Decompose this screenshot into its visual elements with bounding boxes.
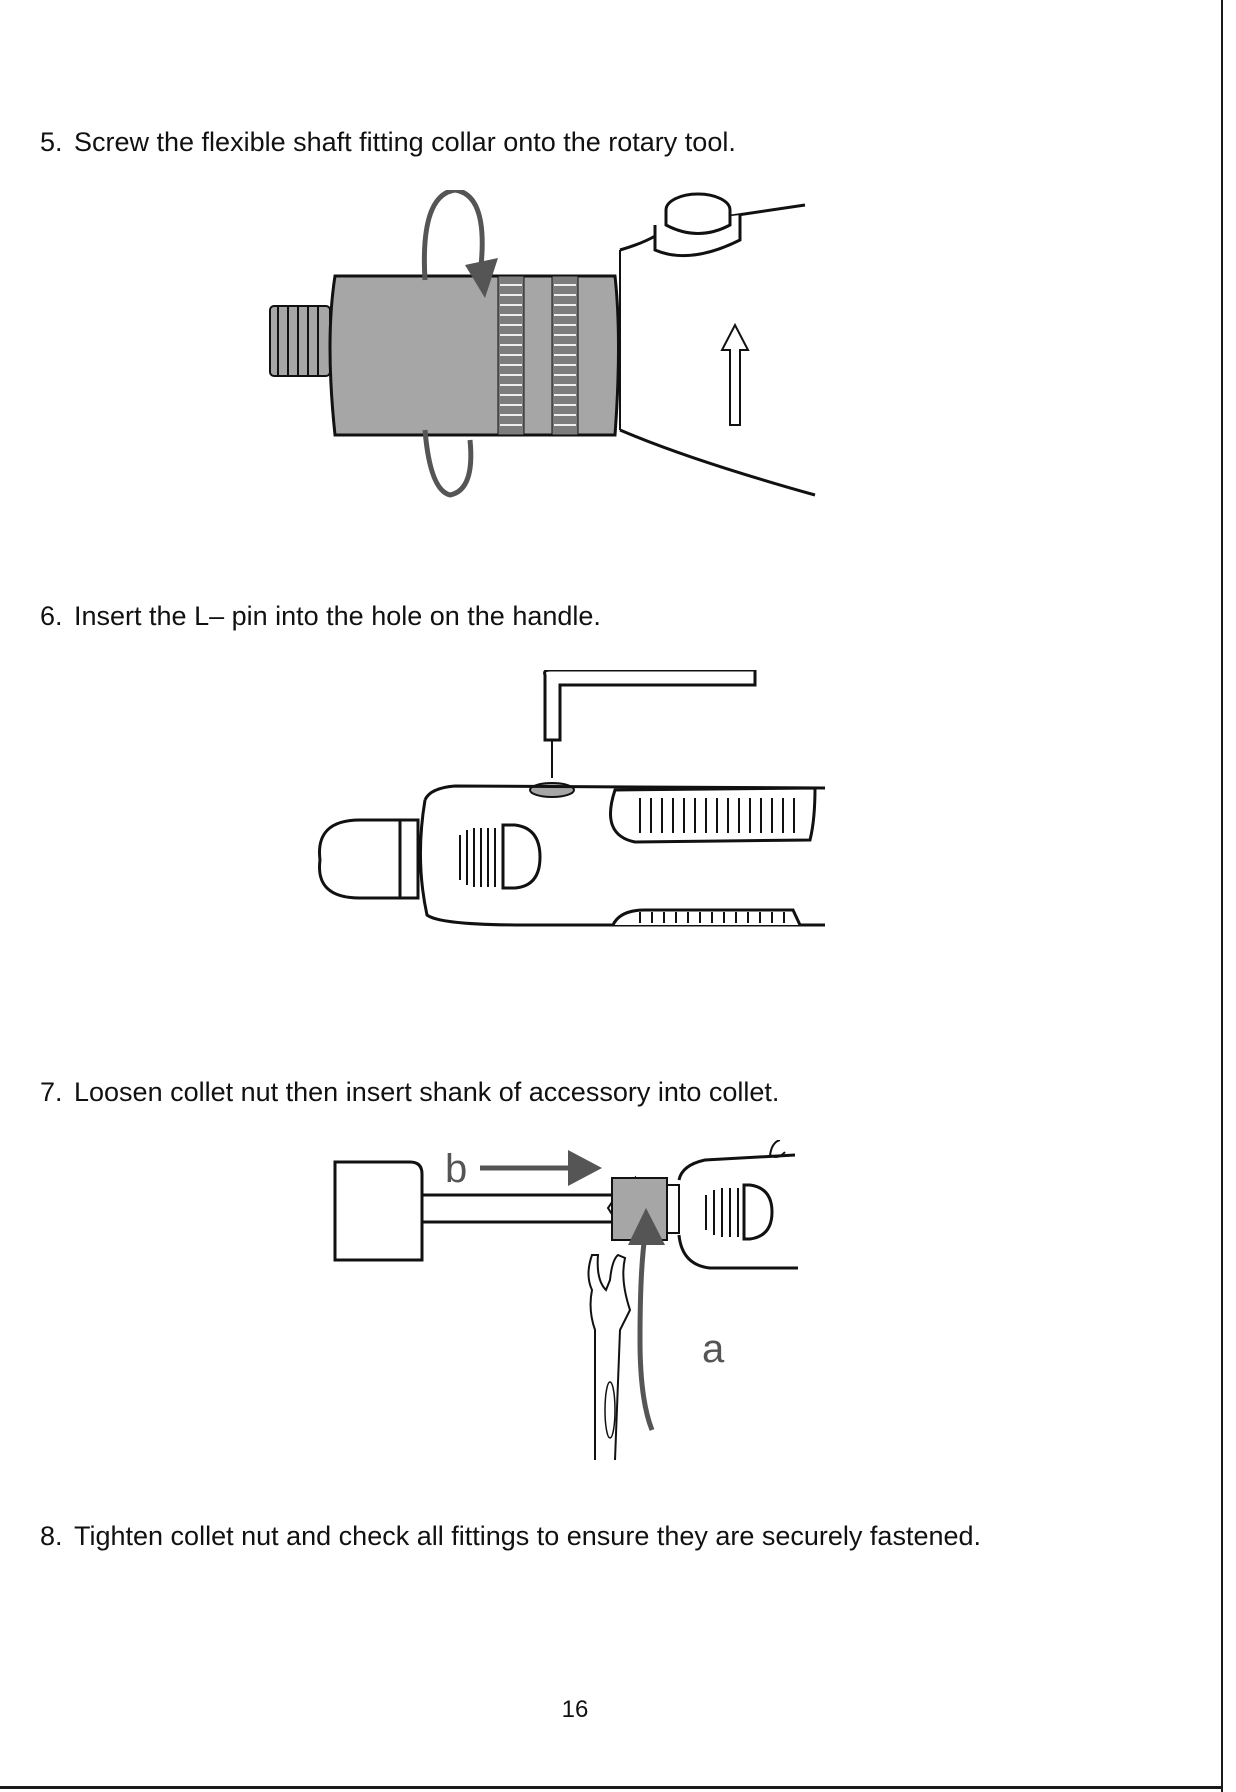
- step-6-text: Insert the L– pin into the hole on the h…: [74, 601, 601, 631]
- figure-collar-on-rotary-tool: [260, 190, 840, 500]
- step-8-text: Tighten collet nut and check all fitting…: [40, 1514, 1034, 1558]
- step-5-number: 5.: [40, 120, 74, 164]
- step-7: 7.Loosen collet nut then insert shank of…: [40, 1070, 779, 1114]
- label-b: b: [445, 1147, 467, 1191]
- page-border-right: [1221, 0, 1223, 1792]
- step-8: 8. Tighten collet nut and check all fitt…: [40, 1514, 1140, 1558]
- step-7-text: Loosen collet nut then insert shank of a…: [74, 1077, 779, 1107]
- page-number: 16: [0, 1696, 1150, 1724]
- step-6-number: 6.: [40, 594, 74, 638]
- step-5: 5.Screw the flexible shaft fitting colla…: [40, 120, 736, 164]
- step-5-text: Screw the flexible shaft fitting collar …: [74, 127, 736, 157]
- step-6: 6.Insert the L– pin into the hole on the…: [40, 594, 601, 638]
- figure-collet-and-accessory: b a: [330, 1140, 810, 1460]
- step-7-number: 7.: [40, 1070, 74, 1114]
- page-border-bottom: [0, 1786, 1223, 1789]
- figure-l-pin-into-handle: [315, 670, 835, 940]
- label-a: a: [702, 1327, 725, 1371]
- step-8-number: 8.: [40, 1514, 63, 1558]
